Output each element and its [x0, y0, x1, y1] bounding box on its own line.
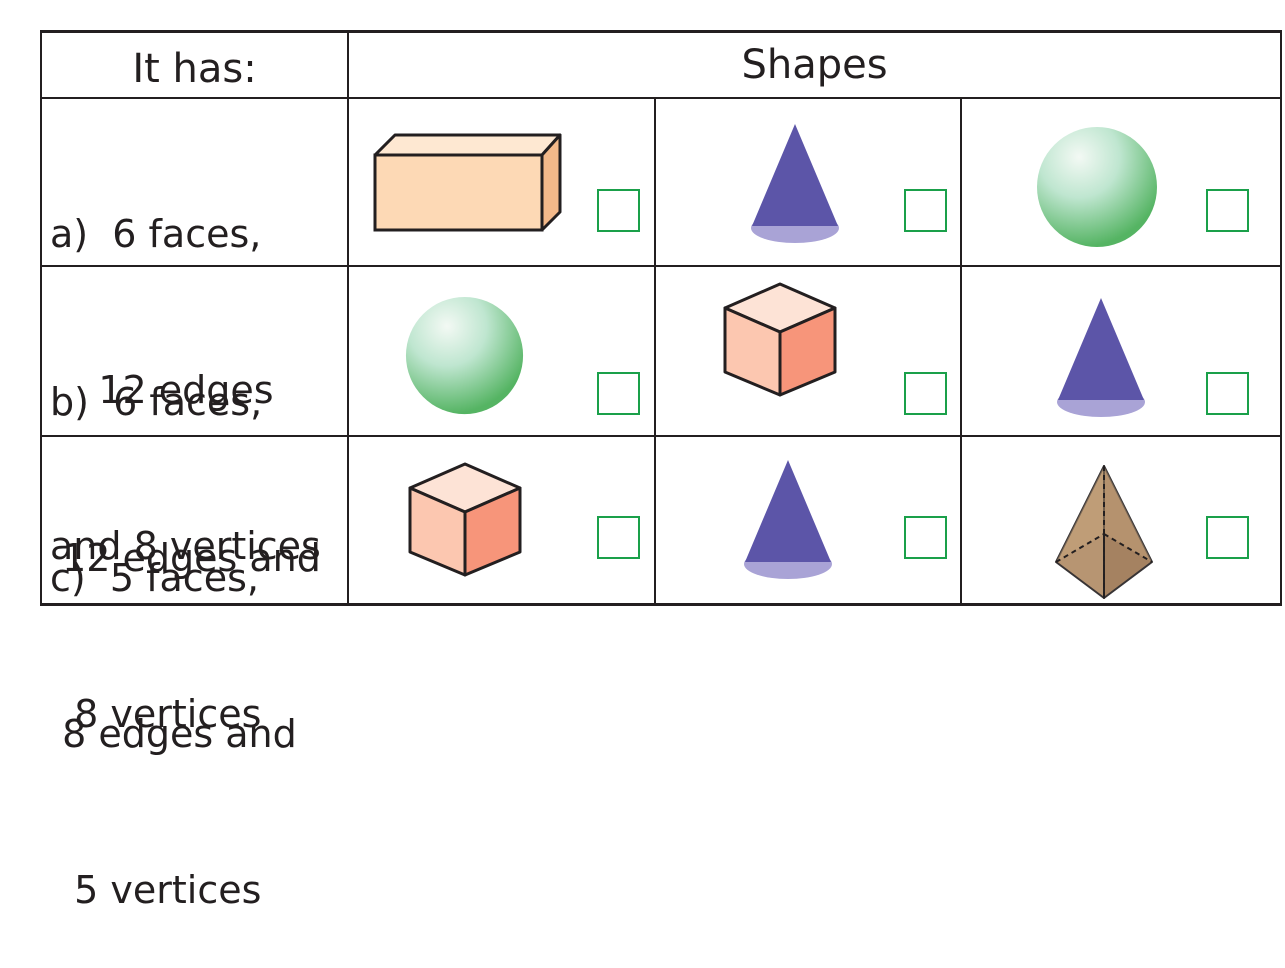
cone-shape [744, 460, 832, 579]
row-a-line-2: 12 edges [50, 368, 274, 412]
grid-line-col2 [654, 97, 656, 606]
checkbox-b-sphere[interactable] [597, 372, 640, 415]
checkbox-b-cube[interactable] [904, 372, 947, 415]
row-b-line-2: 12 edges and [50, 536, 321, 580]
row-a-line-3: and 8 vertices [50, 524, 321, 568]
checkbox-b-cone[interactable] [1206, 372, 1249, 415]
row-a-description: a) 6 faces, 12 edges and 8 vertices [50, 104, 321, 624]
square-pyramid-shape [1055, 465, 1153, 599]
cube-shape [408, 462, 522, 577]
cuboid-shape [373, 133, 562, 232]
checkbox-a-cone[interactable] [904, 189, 947, 232]
cone-shape [751, 124, 839, 243]
grid-line-left [40, 30, 42, 606]
grid-line-row-b-bottom [40, 435, 1282, 437]
row-c-line-1: c) 5 faces, [50, 556, 259, 600]
grid-line-col3 [960, 97, 962, 606]
grid-line-header-bottom [40, 97, 1282, 99]
checkbox-a-sphere[interactable] [1206, 189, 1249, 232]
cone-shape [1057, 298, 1145, 417]
row-c-line-3: 5 vertices [50, 868, 262, 912]
grid-line-col1 [347, 30, 349, 606]
checkbox-c-cone[interactable] [904, 516, 947, 559]
header-shapes: Shapes [741, 42, 888, 88]
row-b-line-1: b) 6 faces, [50, 380, 263, 424]
cube-shape [723, 282, 837, 397]
row-c-description: c) 5 faces, 8 edges and 5 vertices [50, 448, 297, 968]
grid-line-top [40, 30, 1282, 33]
checkbox-c-cube[interactable] [597, 516, 640, 559]
header-it-has: It has: [132, 46, 257, 92]
grid-line-right [1280, 30, 1282, 606]
sphere-shape [1037, 127, 1157, 247]
grid-line-row-a-bottom [40, 265, 1282, 267]
sphere-shape [405, 296, 524, 415]
row-c-line-2: 8 edges and [50, 712, 297, 756]
checkbox-a-cuboid[interactable] [597, 189, 640, 232]
row-a-line-1: a) 6 faces, [50, 212, 262, 256]
checkbox-c-pyramid[interactable] [1206, 516, 1249, 559]
grid-line-bottom [40, 603, 1282, 606]
